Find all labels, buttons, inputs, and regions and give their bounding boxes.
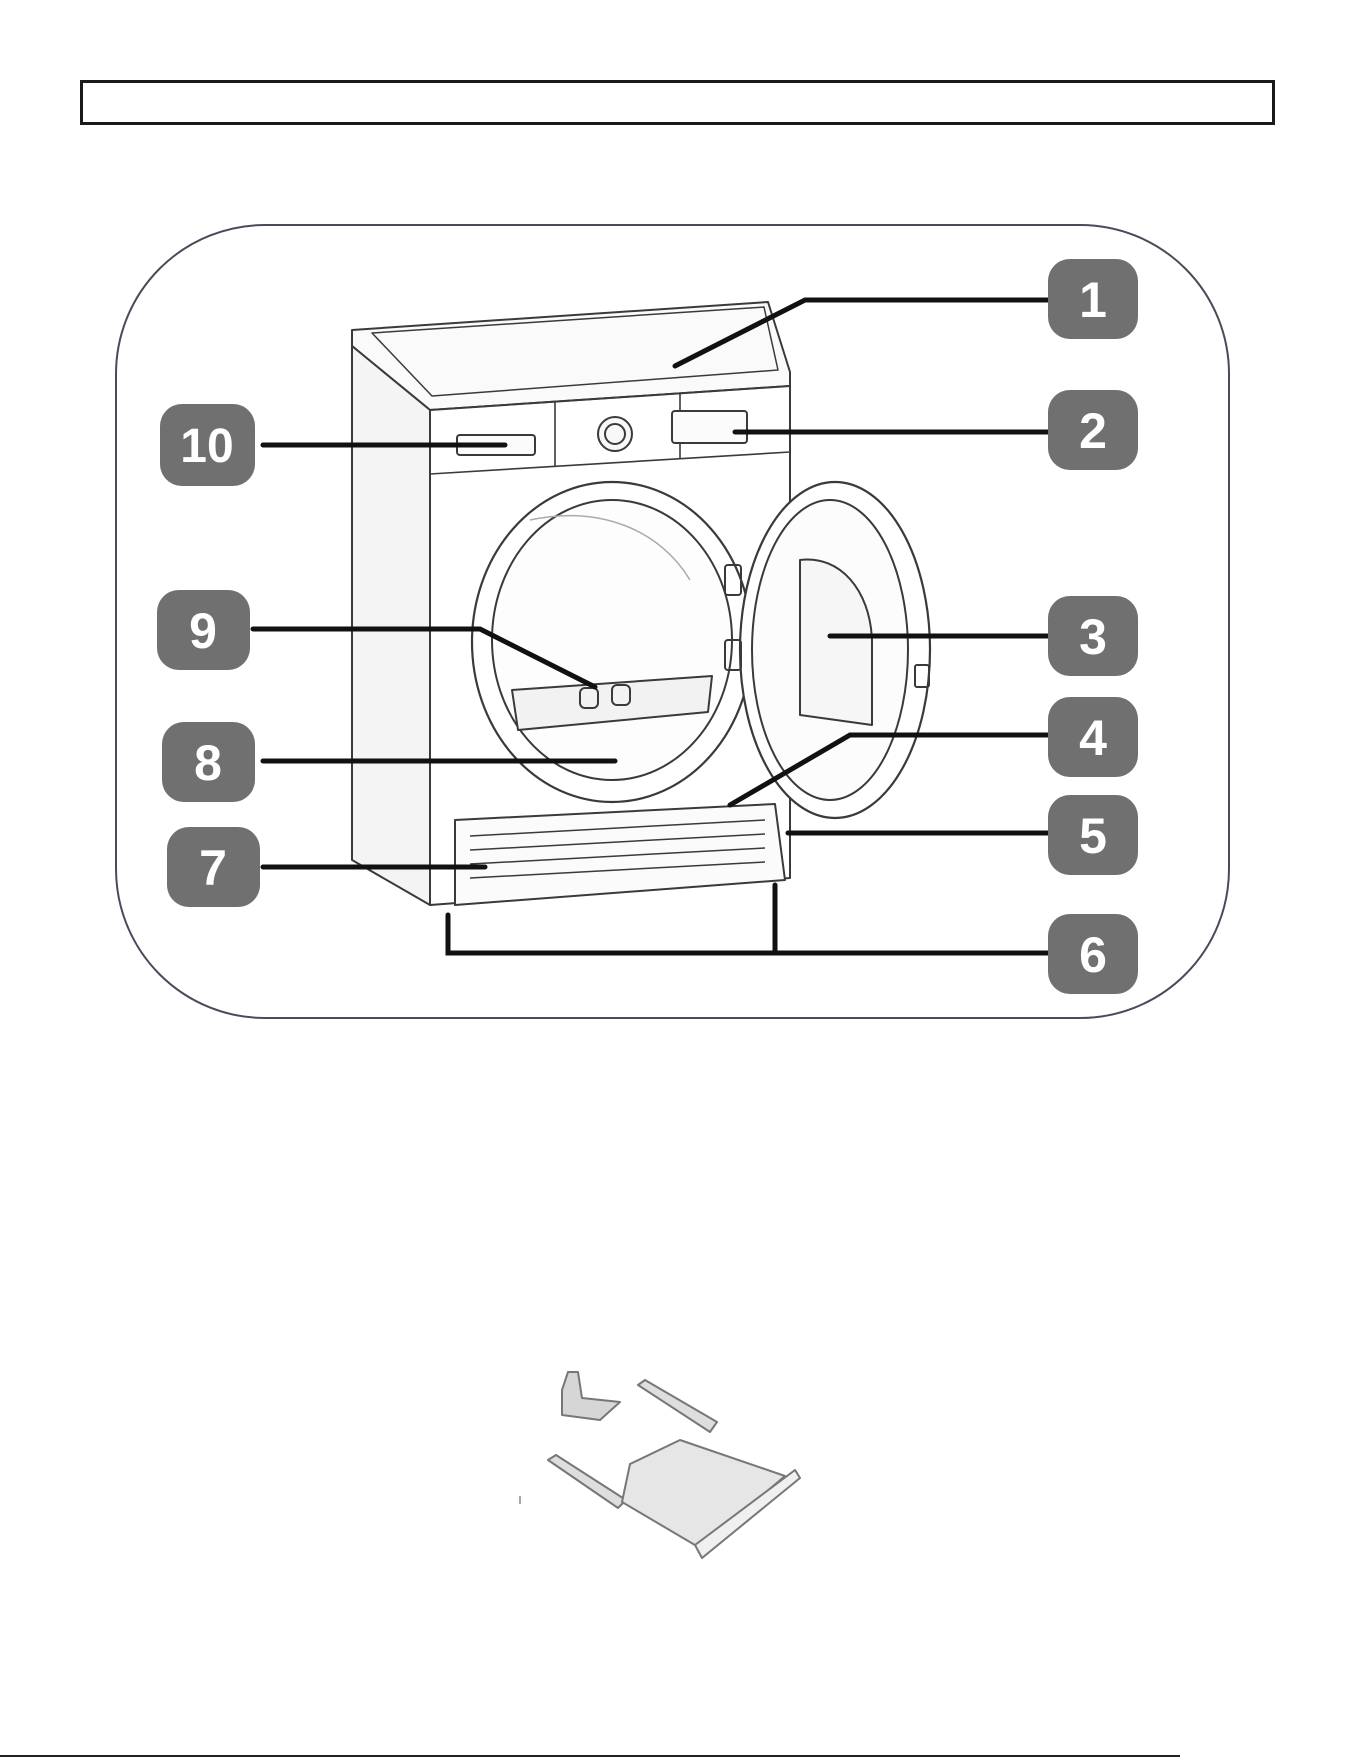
shelf-bracket: [562, 1372, 620, 1420]
shelf-rail-back: [638, 1380, 717, 1432]
bottom-rule: [0, 1755, 1180, 1757]
shelf-plate: [622, 1440, 785, 1548]
shelf-rail-left: [548, 1455, 626, 1508]
